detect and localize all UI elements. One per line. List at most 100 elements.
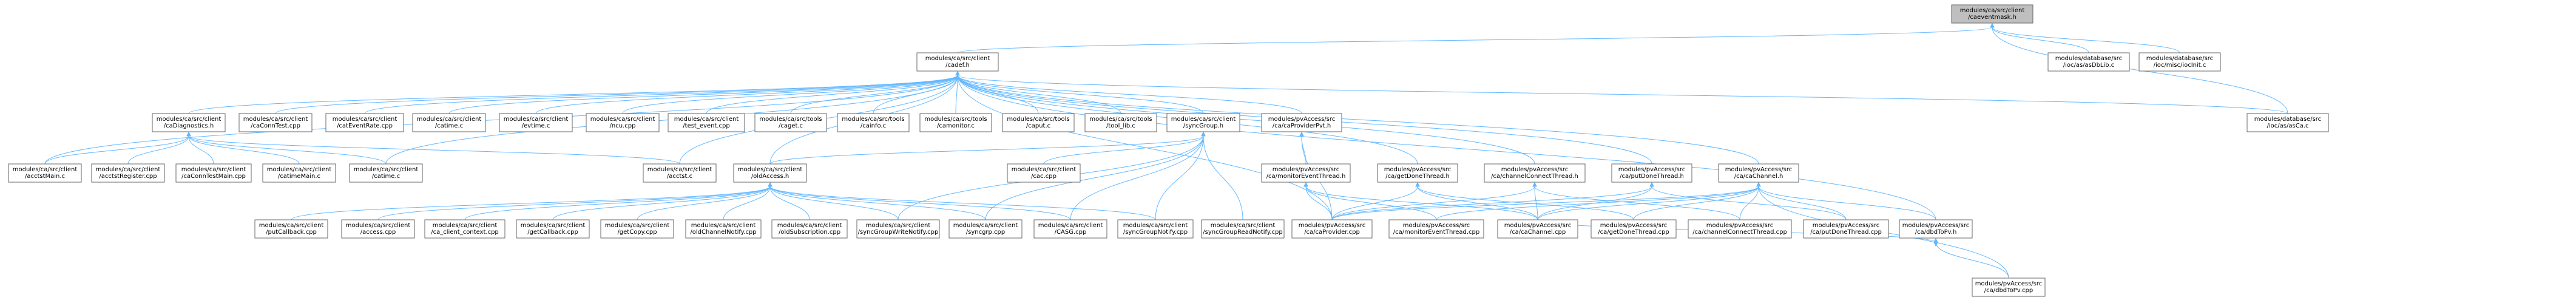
node-box bbox=[2138, 52, 2221, 72]
file-node-putDoneThreadCpp[interactable]: modules/pvAccess/src/ca/putDoneThread.cp… bbox=[1803, 219, 1889, 239]
include-edge-cainfo-to-cadef bbox=[873, 75, 958, 114]
include-edge-asDbLib-to-caeventmask bbox=[1992, 27, 2089, 53]
node-label-directory: modules/database/src bbox=[2055, 55, 2122, 62]
include-edge-caget-to-cadef bbox=[790, 75, 958, 114]
file-node-camonitor[interactable]: modules/ca/src/tools/camonitor.c bbox=[919, 113, 992, 132]
file-node-getCopy[interactable]: modules/ca/src/client/getCopy.cpp bbox=[600, 219, 674, 239]
file-node-caProvider[interactable]: modules/pvAccess/src/ca/caProvider.cpp bbox=[1291, 219, 1373, 239]
file-node-CASG[interactable]: modules/ca/src/client/CASG.cpp bbox=[1033, 219, 1107, 239]
include-edge-access-to-oldAccess bbox=[377, 186, 770, 220]
file-node-getCallback[interactable]: modules/ca/src/client/getCallback.cpp bbox=[516, 219, 590, 239]
file-node-dbdToPvH[interactable]: modules/pvAccess/src/ca/dbdToPv.h bbox=[1899, 219, 1973, 239]
file-node-oldChannelNotify[interactable]: modules/ca/src/client/oldChannelNotify.c… bbox=[685, 219, 762, 239]
include-edge-catime-to-cadef bbox=[448, 75, 958, 114]
node-label-directory: modules/ca/src/client bbox=[605, 222, 670, 229]
file-node-caConnTestMain[interactable]: modules/ca/src/client/caConnTestMain.cpp bbox=[175, 163, 252, 183]
file-node-oldAccess[interactable]: modules/ca/src/client/oldAccess.h bbox=[733, 163, 807, 183]
node-label-directory: modules/ca/src/client bbox=[354, 166, 419, 173]
file-node-dbdToPvCpp[interactable]: modules/pvAccess/src/ca/dbdToPv.cpp bbox=[1972, 277, 2046, 297]
include-edge-cadef-to-caeventmask bbox=[957, 27, 1992, 53]
node-label-file: /getCallback.cpp bbox=[527, 229, 578, 236]
file-node-getDoneThread[interactable]: modules/pvAccess/src/ca/getDoneThread.h bbox=[1377, 163, 1458, 183]
file-node-putDoneThread[interactable]: modules/pvAccess/src/ca/putDoneThread.h bbox=[1611, 163, 1692, 183]
node-label-file: /catEventRate.cpp bbox=[337, 123, 393, 129]
node-label-directory: modules/ca/src/client bbox=[691, 222, 756, 229]
file-node-syncGroupNotify[interactable]: modules/ca/src/client/syncGroupNotify.cp… bbox=[1117, 219, 1194, 239]
file-node-cadef[interactable]: modules/ca/src/client/cadef.h bbox=[916, 52, 999, 72]
file-node-acctstRegister[interactable]: modules/ca/src/client/acctstRegister.cpp bbox=[91, 163, 165, 183]
node-label-file: /ca/dbdToPv.h bbox=[1915, 229, 1957, 236]
file-node-ncu[interactable]: modules/ca/src/client/ncu.cpp bbox=[586, 113, 660, 132]
node-label-file: /ca/dbdToPv.cpp bbox=[1984, 287, 2033, 294]
node-box bbox=[1117, 219, 1194, 239]
file-node-catEventRate[interactable]: modules/ca/src/client/catEventRate.cpp bbox=[325, 113, 404, 132]
node-label-directory: modules/pvAccess/src bbox=[1813, 222, 1880, 229]
file-node-iocInit[interactable]: modules/database/src/ioc/misc/iocInit.c bbox=[2138, 52, 2221, 72]
file-node-catime[interactable]: modules/ca/src/client/catime.c bbox=[412, 113, 486, 132]
include-edge-getDoneThreadCpp-to-caChannelH bbox=[1633, 186, 1759, 220]
file-node-cac[interactable]: modules/ca/src/client/cac.cpp bbox=[1007, 163, 1081, 183]
file-node-caDiagnostics[interactable]: modules/ca/src/client/caDiagnostics.h bbox=[152, 113, 226, 132]
file-node-caConnTest[interactable]: modules/ca/src/client/caConnTest.cpp bbox=[238, 113, 313, 132]
include-edge-putCallback-to-oldAccess bbox=[291, 186, 770, 220]
file-node-caChannelH[interactable]: modules/pvAccess/src/ca/caChannel.h bbox=[1718, 163, 1799, 183]
file-node-channelConnectThread[interactable]: modules/pvAccess/src/ca/channelConnectTh… bbox=[1484, 163, 1586, 183]
include-edge-monitorEventThreadCpp-to-caChannelH bbox=[1436, 186, 1759, 220]
file-node-evtime[interactable]: modules/ca/src/client/evtime.c bbox=[499, 113, 573, 132]
file-node-caget[interactable]: modules/ca/src/tools/caget.c bbox=[754, 113, 827, 132]
file-node-acctstMain[interactable]: modules/ca/src/client/acctstMain.c bbox=[8, 163, 82, 183]
node-label-file: /caget.c bbox=[779, 123, 803, 129]
file-node-caProviderPvt[interactable]: modules/pvAccess/src/ca/caProviderPvt.h bbox=[1261, 113, 1342, 132]
file-node-syncgrp[interactable]: modules/ca/src/client/syncgrp.cpp bbox=[948, 219, 1023, 239]
node-label-directory: modules/ca/src/client bbox=[1211, 222, 1276, 229]
node-box bbox=[2047, 52, 2130, 72]
node-label-file: /ca/caChannel.h bbox=[1734, 173, 1783, 180]
file-node-asDbLib[interactable]: modules/database/src/ioc/as/asDbLib.c bbox=[2047, 52, 2130, 72]
file-node-putCallback[interactable]: modules/ca/src/client/putCallback.cpp bbox=[254, 219, 328, 239]
file-node-oldSubscription[interactable]: modules/ca/src/client/oldSubscription.cp… bbox=[771, 219, 848, 239]
file-node-syncGroupWriteNotify[interactable]: modules/ca/src/client/syncGroupWriteNoti… bbox=[856, 219, 940, 239]
file-node-cainfo[interactable]: modules/ca/src/tools/cainfo.c bbox=[837, 113, 910, 132]
file-node-access[interactable]: modules/ca/src/client/access.cpp bbox=[341, 219, 415, 239]
file-node-asCa[interactable]: modules/database/src/ioc/as/asCa.c bbox=[2246, 113, 2329, 132]
include-edge-syncGroupReadNotify-to-syncGroup bbox=[1203, 136, 1243, 220]
file-node-syncGroup[interactable]: modules/ca/src/client/syncGroup.h bbox=[1166, 113, 1240, 132]
node-label-file: /ca/monitorEventThread.h bbox=[1266, 173, 1346, 180]
node-box bbox=[771, 219, 848, 239]
node-box bbox=[91, 163, 165, 183]
file-node-catimeMain[interactable]: modules/ca/src/client/catimeMain.c bbox=[262, 163, 336, 183]
node-label-directory: modules/ca/src/client bbox=[504, 116, 569, 123]
file-node-tool_lib[interactable]: modules/ca/src/tools/tool_lib.c bbox=[1084, 113, 1157, 132]
node-label-directory: modules/ca/src/client bbox=[953, 222, 1018, 229]
node-label-directory: modules/pvAccess/src bbox=[1600, 222, 1668, 229]
file-node-acctst[interactable]: modules/ca/src/client/acctst.c bbox=[643, 163, 717, 183]
node-label-directory: modules/ca/src/client bbox=[157, 116, 221, 123]
file-node-catime2[interactable]: modules/ca/src/client/catime.c bbox=[349, 163, 423, 183]
include-edge-dbdToPvCpp-to-dbdToPvH bbox=[1936, 242, 2009, 279]
node-label-file: /ca/caProviderPvt.h bbox=[1273, 123, 1331, 129]
file-node-ca_client_context[interactable]: modules/ca/src/client/ca_client_context.… bbox=[424, 219, 505, 239]
node-label-file: /cadef.h bbox=[945, 62, 970, 69]
file-node-monitorEventThread[interactable]: modules/pvAccess/src/ca/monitorEventThre… bbox=[1261, 163, 1351, 183]
node-label-file: /syncGroupReadNotify.cpp bbox=[1203, 229, 1282, 236]
node-box bbox=[1201, 219, 1285, 239]
file-node-caChannelCpp[interactable]: modules/pvAccess/src/ca/caChannel.cpp bbox=[1497, 219, 1578, 239]
file-node-monitorEventThreadCpp[interactable]: modules/pvAccess/src/ca/monitorEventThre… bbox=[1388, 219, 1484, 239]
file-node-syncGroupReadNotify[interactable]: modules/ca/src/client/syncGroupReadNotif… bbox=[1201, 219, 1285, 239]
include-edge-channelConnectThread-to-cadef bbox=[958, 75, 1535, 165]
node-box bbox=[341, 219, 415, 239]
include-edge-test_event-to-cadef bbox=[706, 75, 958, 114]
node-label-directory: modules/ca/src/client bbox=[417, 116, 482, 123]
node-box bbox=[1951, 4, 2033, 24]
include-edge-tool_lib-to-cadef bbox=[958, 75, 1121, 114]
file-node-getDoneThreadCpp[interactable]: modules/pvAccess/src/ca/getDoneThread.cp… bbox=[1591, 219, 1677, 239]
file-node-caput[interactable]: modules/ca/src/tools/caput.c bbox=[1002, 113, 1075, 132]
include-edge-CASG-to-oldAccess bbox=[770, 186, 1071, 220]
include-edge-dbdToPvH-to-caChannelH bbox=[1759, 186, 1936, 220]
file-node-caeventmask[interactable]: modules/ca/src/client/caeventmask.h bbox=[1951, 4, 2033, 24]
file-node-channelConnectThreadCpp[interactable]: modules/pvAccess/src/ca/channelConnectTh… bbox=[1688, 219, 1792, 239]
include-edge-asCa-to-cadef bbox=[958, 75, 2288, 114]
node-box bbox=[1718, 163, 1799, 183]
file-node-test_event[interactable]: modules/ca/src/client/test_event.cpp bbox=[668, 113, 745, 132]
include-edge-cac-to-syncGroup bbox=[1043, 136, 1203, 165]
